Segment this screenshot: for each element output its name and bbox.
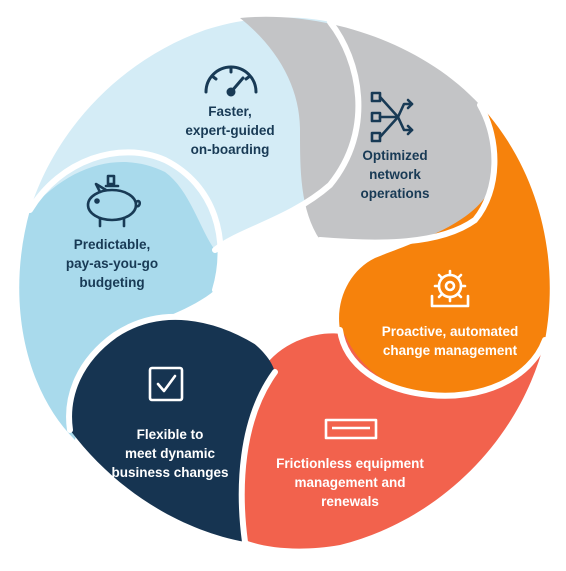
piggy-bank-icon	[86, 174, 142, 228]
label-line: Frictionless equipment	[276, 456, 424, 471]
center-hole	[216, 222, 336, 342]
label-onboarding: Faster, expert-guided on-boarding	[185, 102, 274, 159]
seam	[317, 102, 498, 246]
label-line: business changes	[111, 465, 229, 480]
segment-equipment	[241, 333, 545, 549]
segment-flexible	[69, 316, 275, 542]
seam	[66, 313, 265, 433]
label-line: operations	[360, 186, 430, 201]
checkbox-icon	[148, 366, 184, 402]
label-line: Proactive, automated	[381, 324, 519, 339]
segment-network	[240, 16, 495, 243]
label-line: renewals	[321, 494, 379, 509]
label-line: network	[369, 167, 421, 182]
label-network: Optimized network operations	[360, 146, 429, 203]
label-line: change management	[382, 343, 518, 358]
segment-onboarding	[30, 17, 359, 250]
label-budgeting: Predictable, pay-as-you-go budgeting	[66, 235, 158, 292]
label-line: on-boarding	[190, 142, 270, 157]
label-line: pay-as-you-go	[65, 256, 159, 271]
label-line: Flexible to	[136, 427, 204, 442]
seam	[238, 369, 278, 545]
segment-budgeting	[19, 152, 221, 440]
label-line: Optimized	[362, 148, 428, 163]
label-line: Predictable,	[73, 237, 151, 252]
label-equipment: Frictionless equipment management and re…	[276, 454, 424, 511]
segment-change	[339, 105, 550, 396]
label-line: expert-guided	[185, 123, 275, 138]
label-line: Faster,	[208, 104, 252, 119]
gear-icon	[430, 269, 470, 308]
equipment-icon	[324, 418, 378, 440]
seam	[27, 149, 224, 293]
label-line: meet dynamic	[124, 446, 216, 461]
label-change: Proactive, automated change management	[382, 322, 519, 360]
label-line: budgeting	[79, 275, 145, 290]
seam	[337, 327, 548, 399]
gauge-icon	[204, 65, 258, 97]
network-nodes-icon	[370, 91, 414, 143]
label-line: management and	[294, 475, 406, 490]
label-flexible: Flexible to meet dynamic business change…	[111, 425, 228, 482]
